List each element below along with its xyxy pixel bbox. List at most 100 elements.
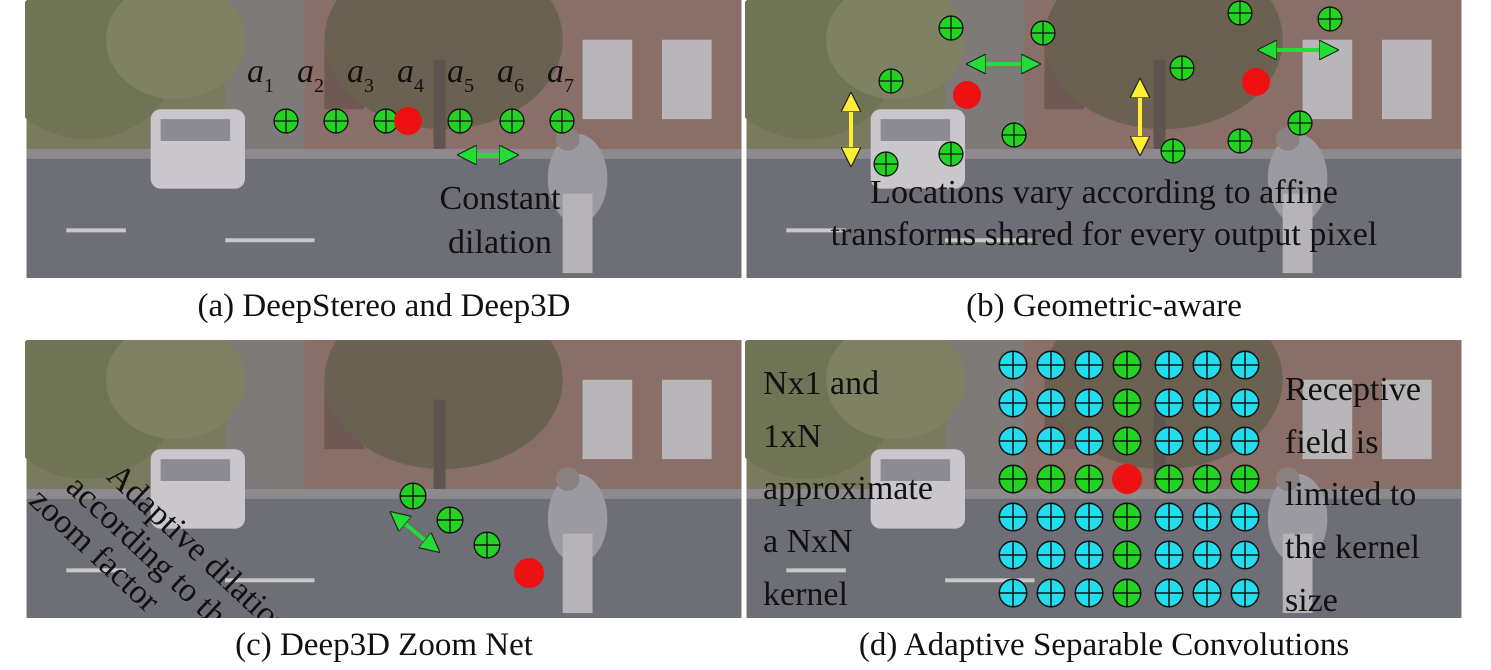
panel-d-right-line: limited to — [1285, 476, 1417, 514]
separable-kernel-dot — [1074, 464, 1104, 494]
receptive-field-dot — [1192, 350, 1222, 380]
panel-d-left-line: approximate — [763, 470, 933, 508]
caption-a: (a) DeepStereo and Deep3D — [197, 288, 571, 324]
separable-kernel-dot — [998, 464, 1028, 494]
receptive-field-dot — [998, 540, 1028, 570]
center-pixel-dot — [953, 81, 981, 109]
tap-label: a4 — [397, 53, 424, 97]
panel-d-right-line: size — [1285, 581, 1338, 618]
separable-kernel-dot — [1112, 350, 1142, 380]
panel-d-left-text: Nx1 and 1xN approximate a NxN kernel — [763, 358, 933, 618]
receptive-field-dot — [1230, 388, 1260, 418]
kernel-dot — [1030, 20, 1056, 46]
receptive-field-dot — [1192, 540, 1222, 570]
receptive-field-dot — [1074, 502, 1104, 532]
kernel-dot — [1317, 6, 1343, 32]
receptive-field-dot — [1230, 502, 1260, 532]
receptive-field-dot — [1036, 502, 1066, 532]
panel-b-text-line1: Locations vary according to affine — [870, 174, 1338, 211]
panel-a: a1 a2 a3 a4 a5 a6 a7 Constant dilation — [25, 0, 743, 278]
separable-kernel-dot — [1112, 578, 1142, 608]
kernel-dot — [447, 108, 473, 134]
receptive-field-dot — [1154, 502, 1184, 532]
kernel-dot — [938, 141, 964, 167]
kernel-dot — [1227, 128, 1253, 154]
panel-a-text-line1: Constant — [439, 180, 561, 217]
caption-c: (c) Deep3D Zoom Net — [235, 627, 533, 663]
receptive-field-dot — [998, 578, 1028, 608]
panel-b: Locations vary according to affine trans… — [745, 0, 1463, 278]
kernel-dot — [273, 108, 299, 134]
receptive-field-dot — [998, 388, 1028, 418]
kernel-dot — [878, 68, 904, 94]
kernel-dot — [1169, 55, 1195, 81]
separable-kernel-dot — [1112, 426, 1142, 456]
panel-a-text-line2: dilation — [448, 224, 552, 262]
receptive-field-dot — [1036, 350, 1066, 380]
receptive-field-dot — [1154, 578, 1184, 608]
kernel-dot — [1287, 110, 1313, 136]
receptive-field-dot — [998, 502, 1028, 532]
panel-d-left-line: a NxN — [763, 523, 853, 561]
kernel-dot — [1001, 122, 1027, 148]
receptive-field-dot — [1192, 578, 1222, 608]
kernel-dot — [436, 506, 464, 534]
receptive-field-dot — [1230, 350, 1260, 380]
tap-label: a6 — [497, 53, 524, 97]
panel-d: Nx1 and 1xN approximate a NxN kernel Rec… — [745, 340, 1463, 618]
receptive-field-dot — [1036, 426, 1066, 456]
receptive-field-dot — [1154, 426, 1184, 456]
receptive-field-dot — [1036, 388, 1066, 418]
receptive-field-dot — [1074, 426, 1104, 456]
center-pixel-dot — [394, 107, 422, 135]
receptive-field-dot — [1230, 426, 1260, 456]
receptive-field-dot — [1192, 388, 1222, 418]
separable-kernel-dot — [1036, 464, 1066, 494]
caption-d: (d) Adaptive Separable Convolutions — [858, 627, 1350, 663]
panel-d-right-line: the kernel — [1285, 529, 1420, 567]
receptive-field-dot — [1036, 578, 1066, 608]
receptive-field-dot — [1074, 388, 1104, 418]
panel-c: Adaptive dilation according to the zoom … — [25, 340, 743, 618]
separable-kernel-dot — [1112, 502, 1142, 532]
receptive-field-dot — [1192, 502, 1222, 532]
kernel-dot — [873, 151, 899, 177]
receptive-field-dot — [1036, 540, 1066, 570]
separable-kernel-dot — [1192, 464, 1222, 494]
center-pixel-dot — [514, 558, 544, 588]
panel-d-right-line: field is — [1285, 423, 1379, 461]
panel-a-background: a1 a2 a3 a4 a5 a6 a7 — [25, 0, 742, 278]
receptive-field-dot — [1154, 350, 1184, 380]
receptive-field-dot — [1154, 540, 1184, 570]
kernel-dot — [549, 108, 575, 134]
dilation-arrow — [393, 514, 437, 550]
kernel-dot — [399, 482, 427, 510]
panel-d-right-line: Receptive — [1285, 371, 1421, 408]
panel-d-left-line: 1xN — [763, 417, 822, 455]
panel-d-left-line: Nx1 and — [763, 365, 880, 402]
kernel-dot — [1160, 138, 1186, 164]
separable-kernel-dot — [1112, 540, 1142, 570]
receptive-field-dot — [998, 350, 1028, 380]
separable-kernel-dot — [1230, 464, 1260, 494]
kernel-dot — [473, 531, 501, 559]
center-pixel-dot — [1242, 68, 1270, 96]
panel-d-background — [745, 340, 1462, 618]
tap-label: a2 — [297, 53, 324, 97]
kernel-dot — [1227, 0, 1253, 26]
receptive-field-dot — [1230, 540, 1260, 570]
tap-label: a1 — [247, 53, 274, 97]
receptive-field-dot — [998, 426, 1028, 456]
panel-d-left-line: kernel — [763, 575, 848, 613]
tap-label: a5 — [447, 53, 474, 97]
panel-b-background — [745, 0, 1462, 278]
tap-label: a3 — [347, 53, 374, 97]
panel-b-text-line2: transforms shared for every output pixel — [830, 216, 1378, 254]
kernel-dot — [499, 108, 525, 134]
receptive-field-dot — [1074, 540, 1104, 570]
receptive-field-dot — [1074, 350, 1104, 380]
kernel-dot — [323, 108, 349, 134]
receptive-field-dot — [1154, 388, 1184, 418]
tap-label: a7 — [547, 53, 574, 97]
receptive-field-dot — [1192, 426, 1222, 456]
